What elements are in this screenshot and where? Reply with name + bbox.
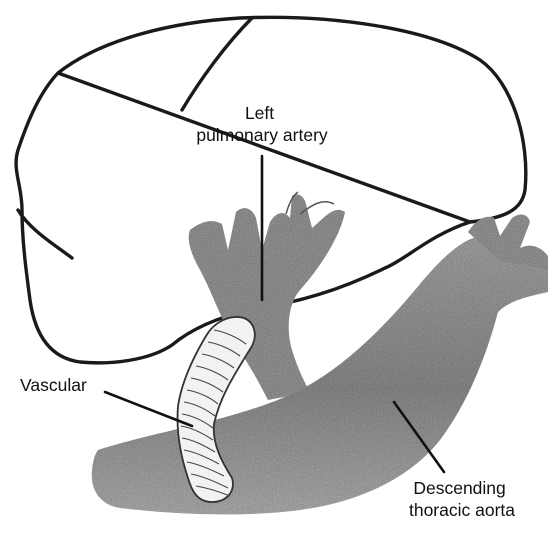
label-vascular: Vascular	[20, 375, 87, 395]
heart-inner-groove	[18, 210, 72, 258]
label-left-pulmonary-artery-line-2: pulmonary artery	[196, 125, 328, 145]
label-aorta-line-2: thoracic aorta	[409, 500, 515, 520]
descending-aorta-shape	[92, 236, 548, 514]
label-left-pulmonary-artery-line-1: Left	[245, 103, 274, 123]
label-left-pulmonary-artery: Left pulmonary artery	[196, 103, 328, 145]
heart-crease-line	[182, 18, 252, 110]
label-aorta-line-1: Descending	[413, 478, 505, 498]
label-descending-thoracic-aorta: Descending thoracic aorta	[409, 478, 515, 520]
